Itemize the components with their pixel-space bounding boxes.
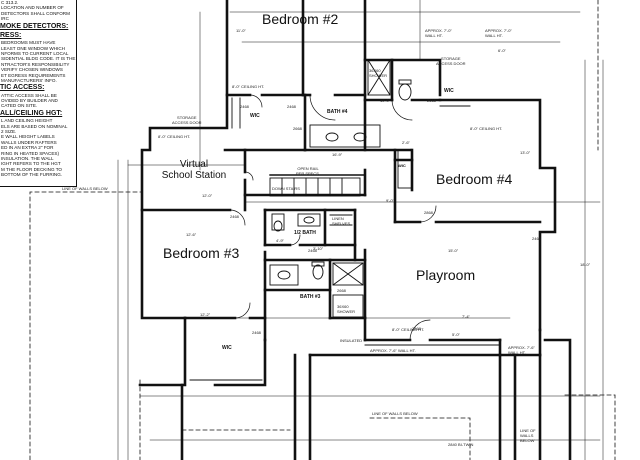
note-wall-8: INSULATION. THE WALL — [1, 155, 54, 161]
dim-9: 10'-0" — [380, 98, 391, 103]
note-egress-5: NTRACTOR'S RESPONSIBILITY — [1, 61, 70, 67]
dim-12: 12'-2" — [200, 312, 211, 317]
dim-5: 12'-6" — [186, 232, 197, 237]
room-bedroom-3-label: Bedroom #3 — [163, 245, 240, 261]
note-wall-11: BOTTOM OF THE FURRING. — [1, 172, 63, 178]
room-bedroom-4-label: Bedroom #4 — [436, 171, 513, 187]
note-intro-2: LOCATION AND NUMBER OF — [1, 5, 64, 11]
note-linen-shelves: LINEN SHELVES — [332, 216, 351, 226]
dim-1: 12'-0" — [202, 193, 213, 198]
dim-13: 4'-9" — [276, 238, 284, 243]
dim-4: 15'-0" — [448, 248, 459, 253]
dim-2: 11'-0" — [236, 28, 246, 33]
note-intro-3: DETECTORS SHALL CONFORM — [1, 10, 70, 16]
main-walls — [138, 0, 572, 460]
note-egress-1: BEDROOMS MUST HAVE — [1, 40, 56, 46]
door-code-3: 2668 — [293, 126, 302, 131]
note-shower-top: 36X60 SHOWER — [369, 68, 387, 78]
note-walls-below-mid: LINE OF WALLS BELOW — [372, 411, 418, 416]
virtual-school-line-1: Virtual — [179, 159, 209, 170]
note-wall-2: ELS ARE BASED ON NOMINAL — [1, 123, 68, 129]
general-notes-panel: C 313.2. LOCATION AND NUMBER OF DETECTOR… — [0, 0, 77, 187]
note-storage-access-right: STORAGE ACCESS DOOR — [436, 56, 466, 66]
door-code-7: 2668 — [412, 326, 421, 331]
dim-15: 2'-6" — [402, 140, 410, 145]
note-attic-3: CATED ON SITE. — [1, 103, 38, 109]
dim-11: 7'-4" — [462, 314, 470, 319]
note-attic-1: ATTIC ACCESS SHALL BE — [1, 92, 57, 98]
room-bath-4-label: BATH #4 — [327, 109, 348, 115]
dim-3: 13'-0" — [520, 150, 531, 155]
door-code-9: 2468 — [252, 330, 261, 335]
note-wall-7: RING IN HEATED SPACES) — [1, 150, 60, 156]
door-code-6: 2868 — [424, 210, 433, 215]
note-wall-ht-4: APPROX. 7'-6" WALL HT. — [508, 345, 535, 355]
dim-7: 18'-0" — [580, 262, 591, 267]
door-code-1: 2468 — [240, 104, 249, 109]
note-ceiling-left: 8'-0" CEILING HT. — [158, 134, 191, 139]
room-virtual-school-station-label: Virtual School Station — [146, 159, 242, 181]
door-code-8: 2468 — [308, 248, 317, 253]
note-insulated: INSULATED — [340, 338, 363, 343]
room-wic-top-label: WIC — [250, 113, 260, 119]
door-code-4: 2668 — [427, 98, 436, 103]
note-ceiling-bed4: 8'-0" CEILING HT. — [470, 126, 503, 131]
note-wall-5: WALLS UNDER RAFTERS — [1, 139, 57, 145]
dim-8: 9'-0" — [386, 198, 394, 203]
room-bedroom-2-label: Bedroom #2 — [262, 11, 339, 27]
note-shower-bath3: 36X60 SHOWER — [337, 304, 355, 314]
note-smoke-heading: MOKE DETECTORS: — [0, 22, 69, 30]
room-bath-3-label: BATH #3 — [300, 294, 321, 300]
note-ceiling-playroom: 8'-0" CEILING HT. — [392, 327, 425, 332]
door-code-11: 2468 — [532, 236, 541, 241]
room-half-bath-label: 1/2 BATH — [294, 230, 316, 236]
note-wall-10: M THE FLOOR DECKING TO — [1, 166, 63, 172]
room-wic-right-label: WIC — [444, 88, 454, 94]
note-wall-3: 2 SIZE. — [1, 128, 17, 134]
room-wic-closet-label: WIC — [398, 163, 406, 168]
note-egress-2: LEAST ONE WINDOW WHICH — [1, 45, 65, 51]
note-down-stairs: DOWN STAIRS — [272, 186, 300, 191]
note-wall-ht-2: APPROX. 7'-0" WALL HT. — [485, 28, 512, 38]
note-egress-6: VERIFY CHOSEN WINDOWS — [1, 67, 63, 73]
note-attic-2: OVIDED BY BUILDER AND — [1, 98, 58, 104]
note-wall-heading: ALL/CEILING HGT: — [0, 109, 63, 117]
door-code-10: 2668 — [337, 288, 346, 293]
note-wall-ht-3: APPROX. 7'-6" WALL HT. — [370, 348, 416, 353]
note-ceiling-top: 8'-0" CEILING HT. — [232, 84, 265, 89]
virtual-school-line-2: School Station — [161, 169, 227, 181]
note-egress-7: ET EGRESS REQUIREMENTS — [1, 72, 66, 78]
note-walls-below-right: LINE OF WALLS BELOW — [520, 428, 536, 443]
note-wall-1: L AND CEILING HEIGHT — [1, 118, 53, 124]
door-code-2: 2468 — [287, 104, 296, 109]
room-playroom-label: Playroom — [416, 267, 476, 283]
note-attic-heading: TIC ACCESS: — [0, 84, 45, 92]
note-wall-ht-1: APPROX. 7'-0" WALL HT. — [425, 28, 452, 38]
note-wall-4: E WALL HEIGHT LABELS — [1, 134, 55, 140]
walls-below-dashed — [29, 0, 616, 460]
note-storage-access-left: STORAGE ACCESS DOOR — [172, 115, 202, 125]
note-intro-4: IRC — [1, 16, 9, 22]
note-open-rail: OPEN RAIL PER SPECS. — [296, 166, 321, 176]
note-egress-8: MANUFACTURERS' INFO. — [1, 77, 57, 83]
note-wall-9: IGHT REFERS TO THE HGT — [1, 161, 61, 167]
note-twin-door: 2840 BI-TWIN — [448, 442, 474, 447]
dim-10: 16'-9" — [332, 152, 343, 157]
door-code-5: 2468 — [230, 214, 239, 219]
interior-linework — [189, 59, 501, 381]
dim-14: 3'-10" — [313, 246, 324, 251]
door-swings — [229, 94, 437, 341]
note-egress-3: NFORMS TO CURRENT LOCAL — [1, 50, 69, 56]
dimension-lines — [117, 0, 604, 460]
room-wic-bed3-label: WIC — [222, 345, 232, 351]
dim-6: 5'-0" — [452, 332, 460, 337]
note-walls-below-left: LINE OF WALLS BELOW — [62, 186, 108, 191]
note-egress-4: SIDENTIAL BLDG CODE. IT IS THE — [1, 56, 76, 62]
note-intro-1: C 313.2. — [1, 0, 19, 5]
dim-16: 6'-0" — [498, 48, 506, 53]
note-wall-6: ED IN AN EXTRA 2" FOR — [1, 145, 54, 151]
note-egress-heading: RESS: — [0, 31, 22, 39]
